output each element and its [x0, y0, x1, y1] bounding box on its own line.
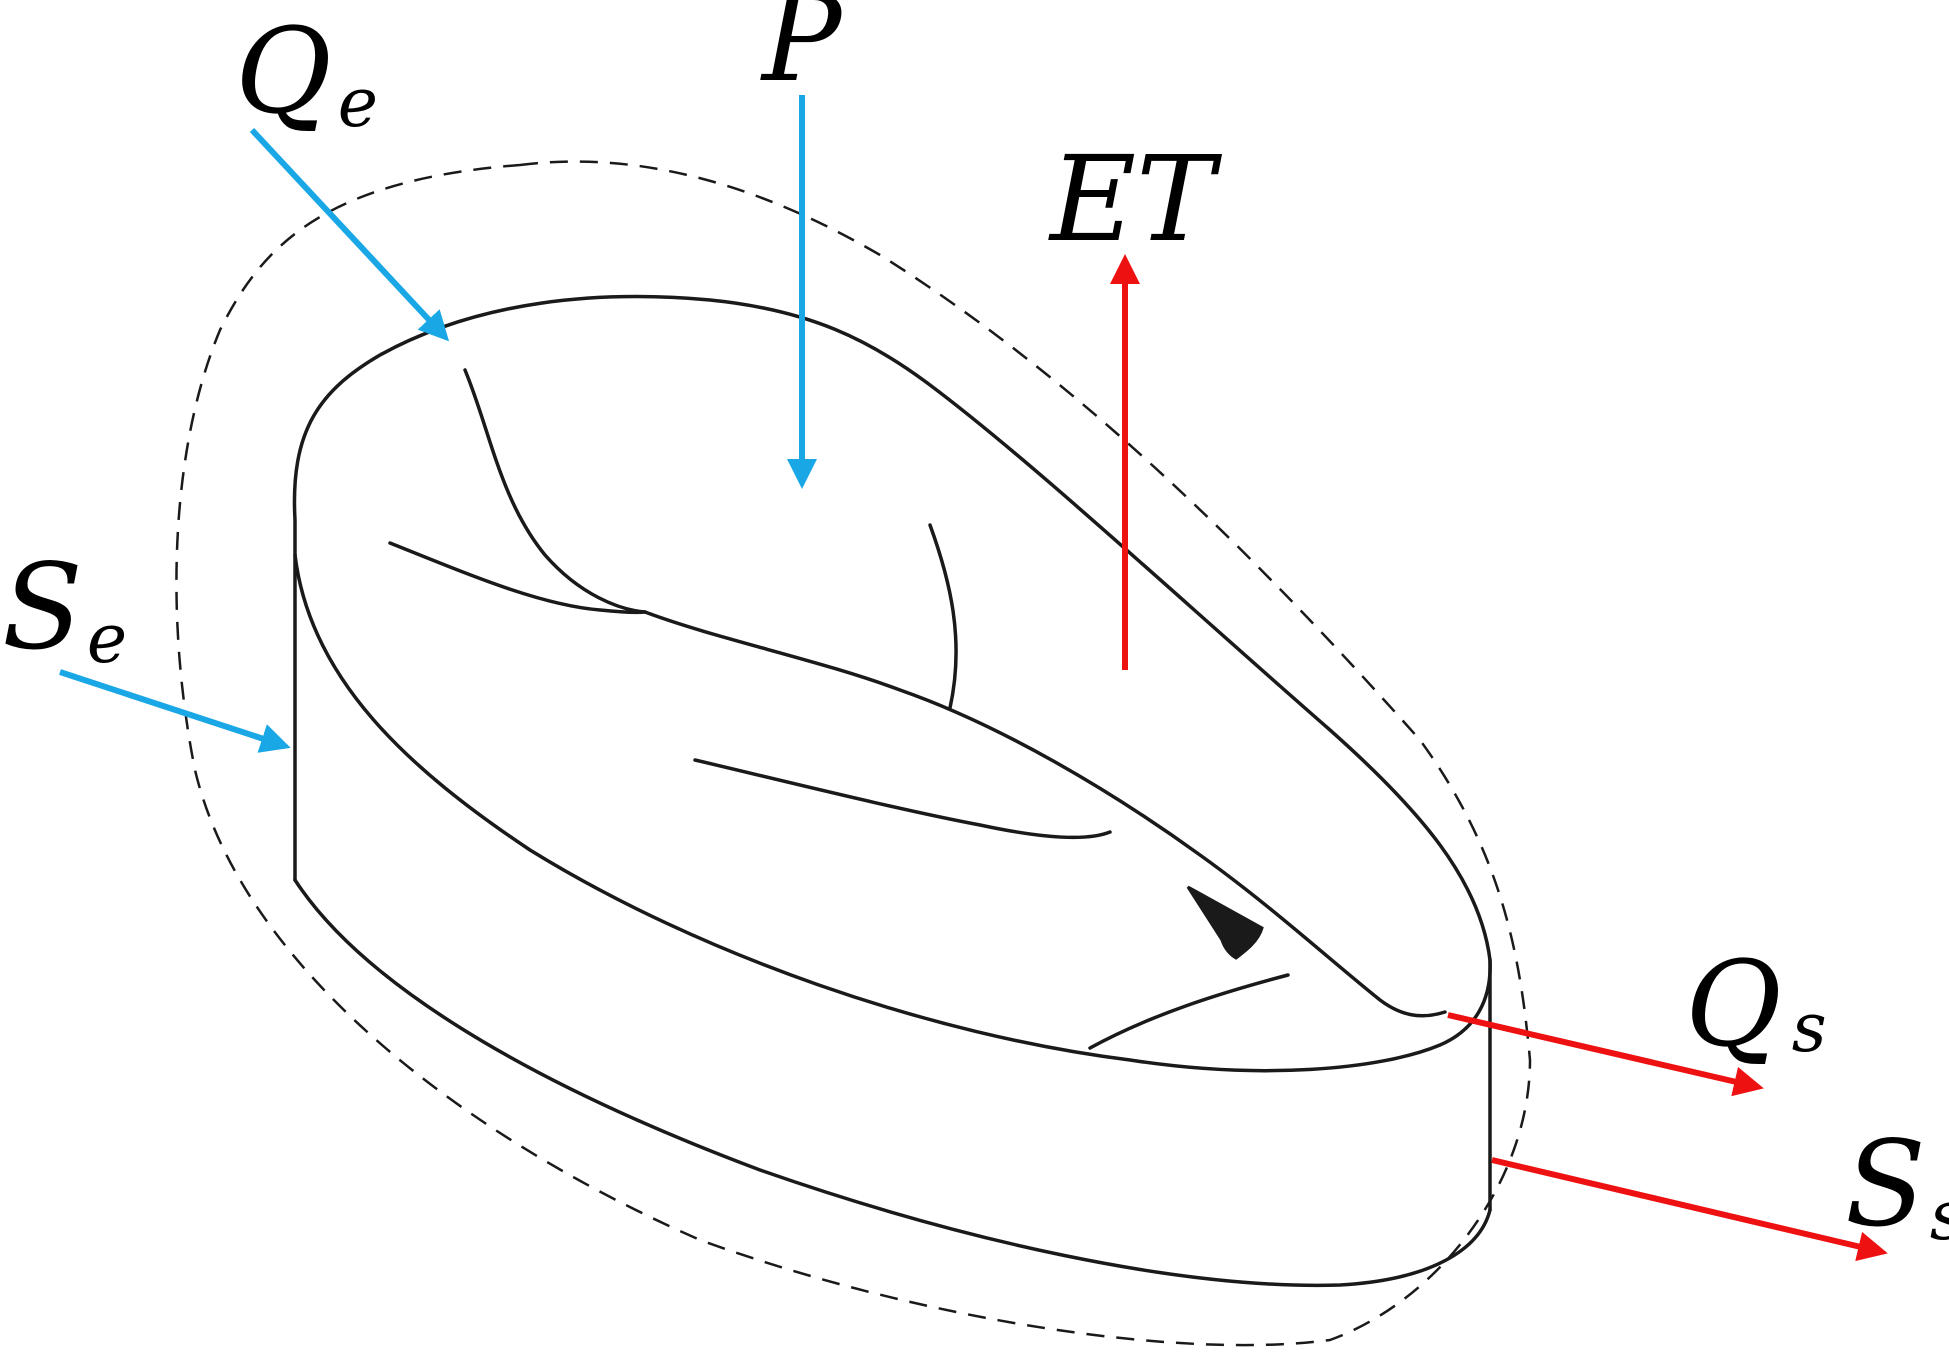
drainage-network — [388, 368, 1447, 1050]
label-ss: Ss — [1845, 1115, 1949, 1256]
catchment-body — [292, 294, 1492, 1288]
qs-outflow-arrow — [1447, 1012, 1764, 1097]
stream-line — [1088, 973, 1290, 1050]
ss-outflow-arrow — [1491, 1157, 1888, 1262]
label-se: Se — [2, 538, 127, 679]
control-volume-boundary — [175, 160, 1532, 1347]
stream-line — [928, 523, 958, 710]
stream-line — [693, 758, 1112, 840]
stream-line — [463, 368, 647, 614]
se-inflow-arrow — [59, 669, 291, 753]
label-qe: Qe — [235, 2, 378, 143]
stream-line — [388, 541, 647, 615]
stream-line — [643, 610, 1447, 1018]
outlet-marker-icon — [1186, 885, 1264, 960]
catchment-bottom-rim — [293, 878, 1492, 1288]
label-et: ET — [1048, 130, 1222, 268]
label-p: P — [760, 0, 844, 108]
catchment-top-rim — [292, 294, 1492, 1073]
qe-inflow-arrow — [249, 127, 450, 342]
